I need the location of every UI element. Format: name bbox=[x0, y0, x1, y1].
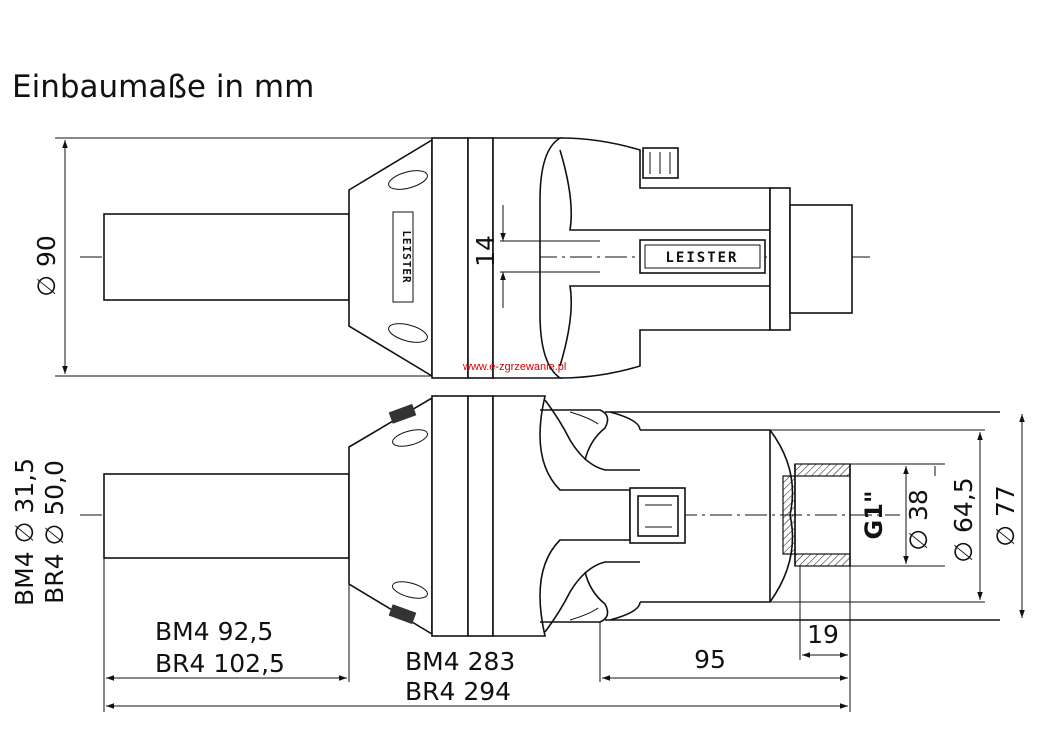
drawing-title: Einbaumaße in mm bbox=[12, 69, 314, 105]
thread-hatch-wall bbox=[782, 475, 796, 555]
thread-hatch-bottom bbox=[794, 553, 851, 567]
vent-hole bbox=[388, 170, 428, 190]
grip-ribs bbox=[388, 604, 417, 625]
bottom-ring-front bbox=[431, 395, 469, 637]
bottom-view: ∅ 38 G1" ∅ 64,5 ∅ 77 BM4 ∅ 31,5 BR4 ∅ 50… bbox=[10, 395, 1025, 712]
vent-hole bbox=[388, 323, 428, 343]
dim-19-label: 19 bbox=[807, 620, 839, 649]
top-end-nozzle bbox=[789, 204, 853, 314]
top-end-collar bbox=[769, 187, 791, 331]
grip-ribs bbox=[388, 403, 417, 424]
bottom-tube bbox=[103, 473, 350, 559]
thread-label: G1" bbox=[860, 491, 888, 540]
top-body bbox=[492, 137, 563, 379]
vent-hole bbox=[392, 429, 428, 447]
dim-90-label: ∅ 90 bbox=[32, 235, 61, 297]
bottom-body bbox=[492, 395, 631, 637]
brand-plate-text: LEISTER bbox=[665, 250, 738, 266]
dim-64-label: ∅ 64,5 bbox=[949, 477, 978, 562]
left-dia-label-br4: BR4 ∅ 50,0 bbox=[40, 460, 69, 604]
dim-14-label: 14 bbox=[471, 235, 500, 267]
lower-hook bbox=[544, 561, 640, 633]
top-view: LEISTER LEISTER ∅ 90 14 bbox=[32, 137, 870, 379]
side-badge-text: LEISTER bbox=[400, 230, 413, 283]
side-badge bbox=[392, 211, 414, 303]
watermark: www.e-zgrzewanie.pl bbox=[462, 361, 566, 373]
top-tube bbox=[103, 213, 350, 301]
dim-95-label: 95 bbox=[694, 645, 726, 674]
top-body-contour bbox=[559, 149, 770, 231]
vent-hole bbox=[392, 581, 428, 599]
tube-len-br4: BR4 102,5 bbox=[155, 649, 285, 678]
nozzle-outline bbox=[605, 411, 1000, 621]
dim-38-label: ∅ 38 bbox=[904, 489, 933, 551]
top-body-contour bbox=[559, 285, 770, 367]
dim-77-label: ∅ 77 bbox=[991, 485, 1020, 547]
thread-hatch-top bbox=[794, 463, 851, 477]
top-ring-front bbox=[431, 137, 469, 379]
total-len-br4: BR4 294 bbox=[405, 677, 511, 706]
top-ring-rear bbox=[467, 137, 494, 379]
bottom-ring-rear bbox=[467, 395, 494, 637]
upper-hook bbox=[544, 399, 640, 471]
left-dia-label-bm4: BM4 ∅ 31,5 bbox=[10, 458, 39, 606]
top-front-cone bbox=[348, 138, 433, 378]
tube-len-bm4: BM4 92,5 bbox=[155, 617, 273, 646]
total-len-bm4: BM4 283 bbox=[405, 647, 515, 676]
